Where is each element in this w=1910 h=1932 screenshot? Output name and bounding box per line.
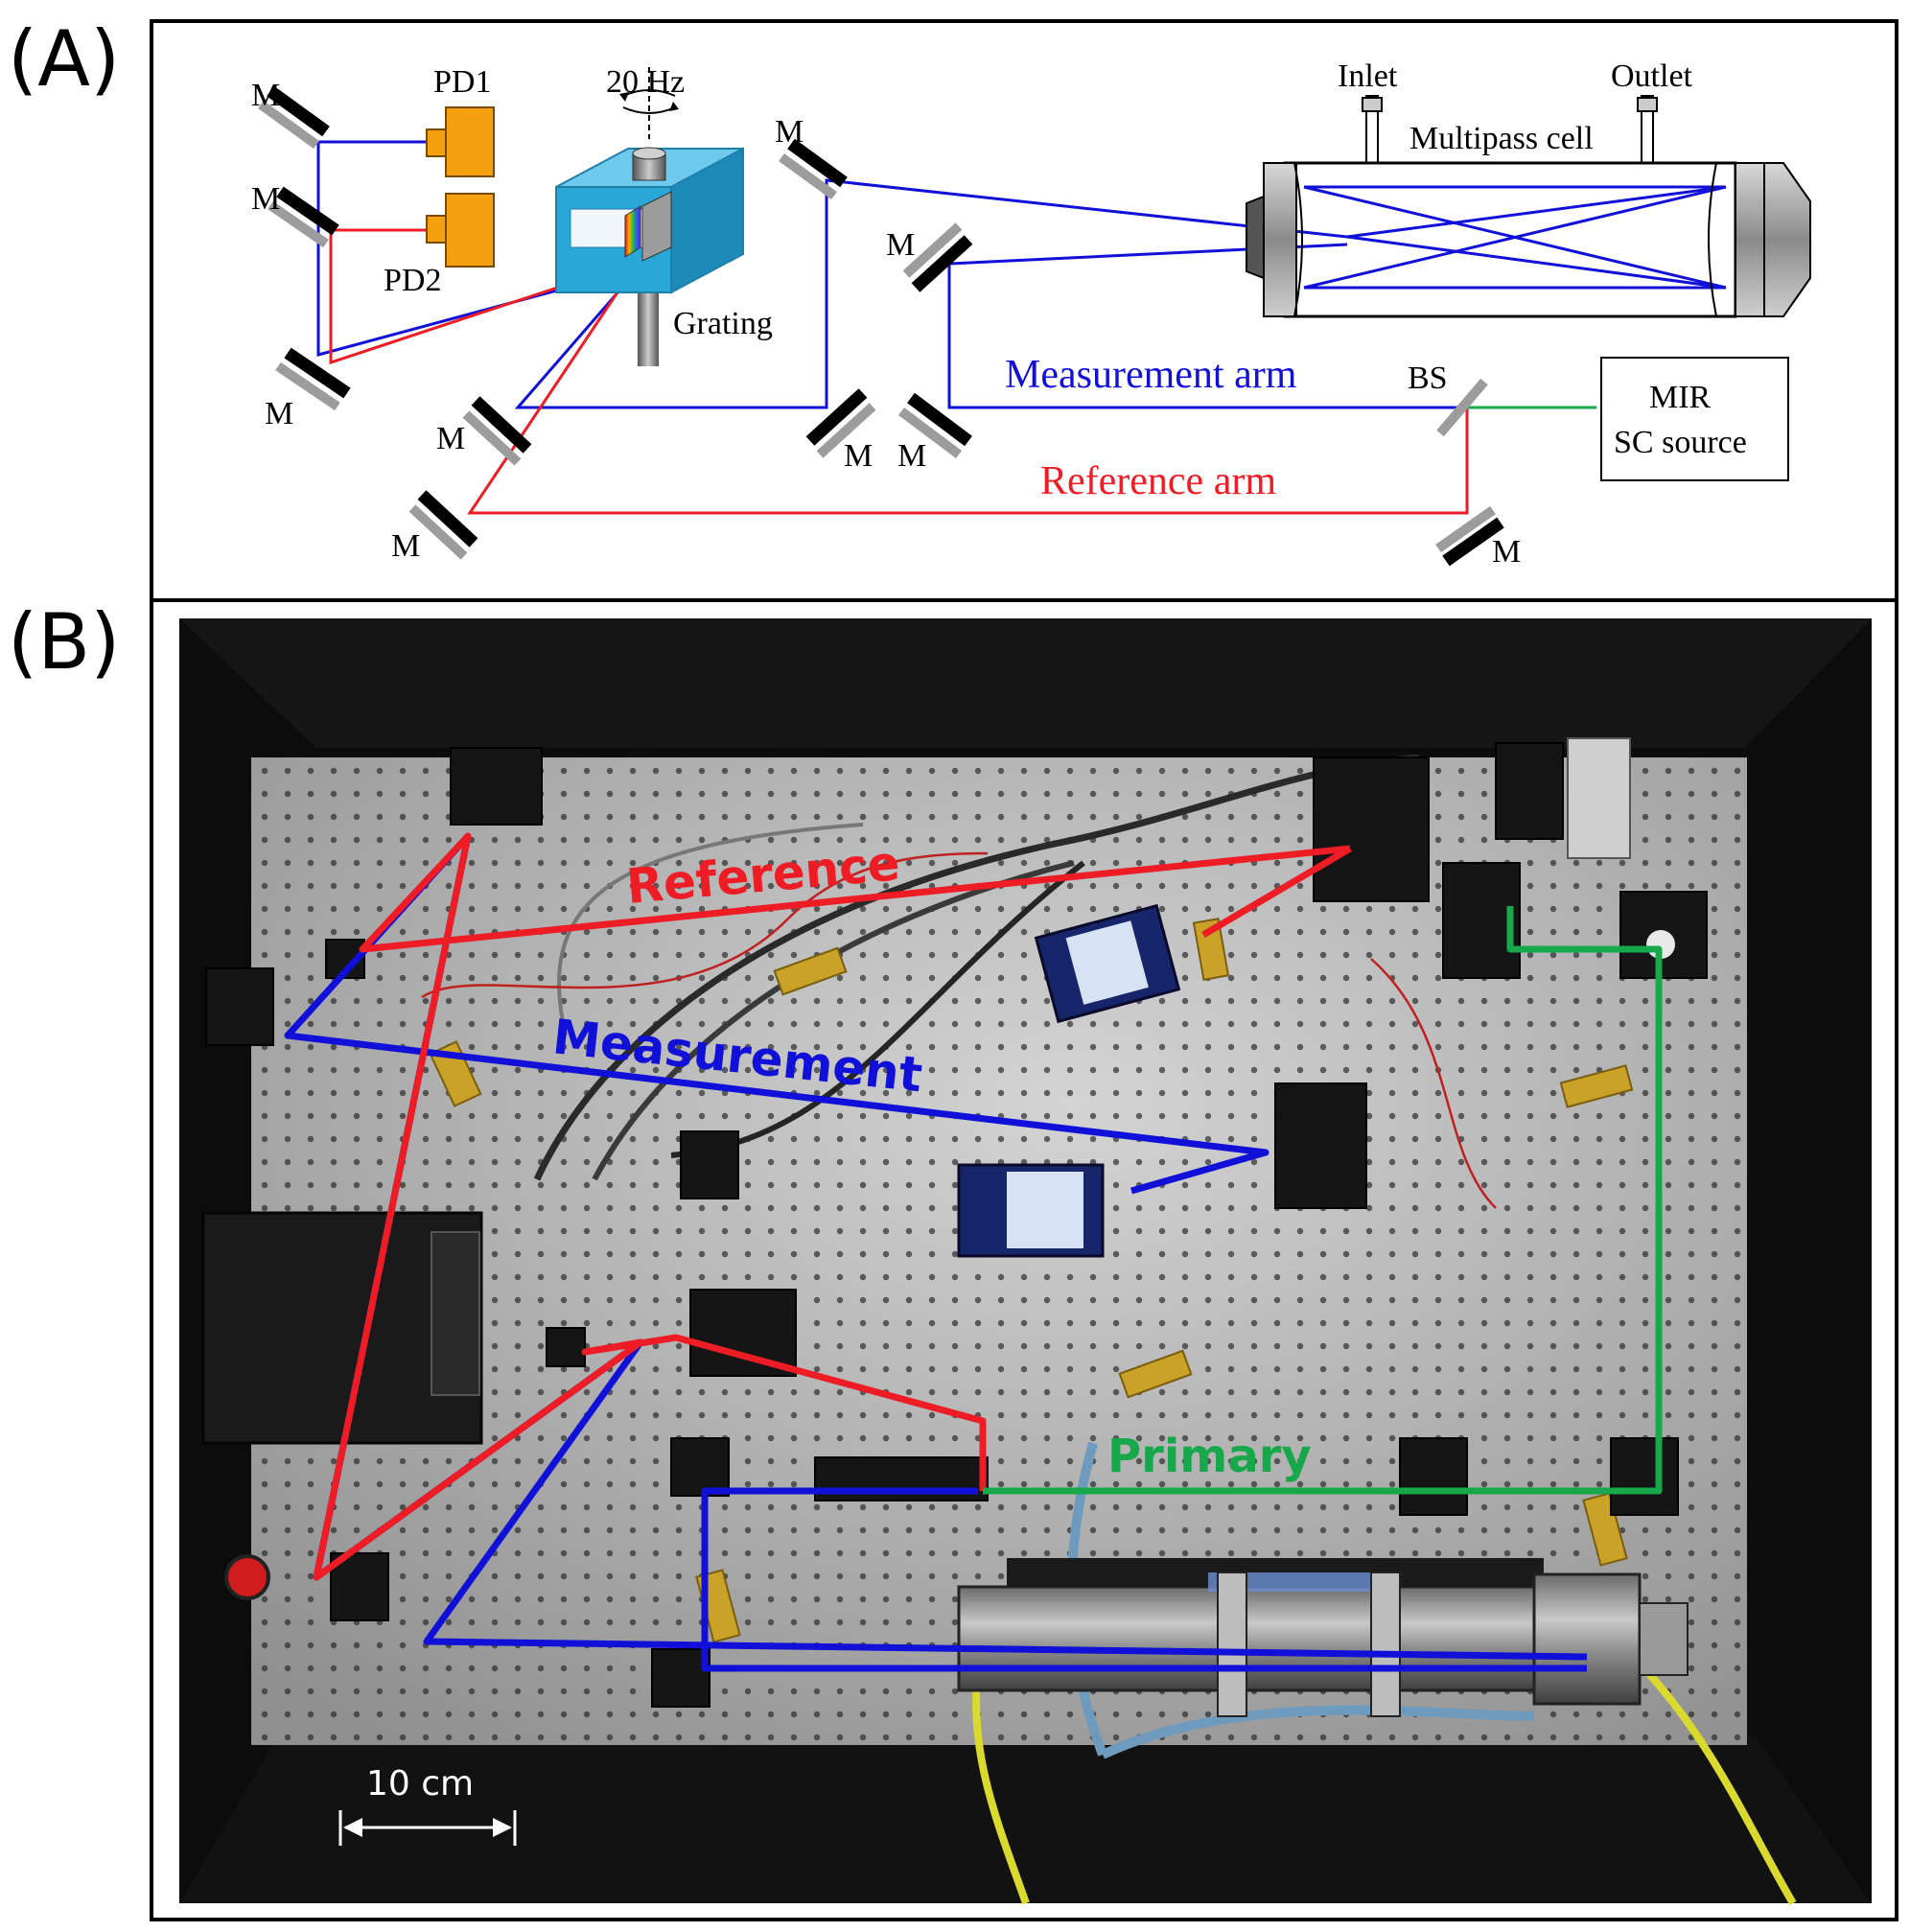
mirror-label: M — [844, 438, 873, 474]
mirror-1 — [258, 85, 330, 150]
multipass-cell — [1246, 95, 1811, 318]
multipass-cell-label: Multipass cell — [1409, 121, 1594, 156]
reference-beam-schematic — [329, 228, 1469, 515]
measurement-arm-label: Measurement arm — [1005, 353, 1297, 397]
pd1-detector — [426, 106, 495, 177]
mirror-label: M — [897, 438, 926, 474]
detector-1-photo — [1034, 903, 1181, 1024]
rotation-rate-label: 20 Hz — [606, 64, 685, 100]
panel-b-photo: Reference Measurement Primary 10 cm — [150, 598, 1898, 1921]
multipass-cell-photo — [957, 1558, 1689, 1717]
panel-a-schematic: M M M M M M M M M M PD1 PD2 20 Hz Gratin… — [150, 19, 1898, 602]
mirror-2 — [268, 186, 339, 248]
mirror-label: M — [265, 396, 293, 431]
scale-bar — [338, 1810, 517, 1846]
pd2-detector — [426, 193, 495, 268]
source-label-line1: MIR — [1649, 380, 1712, 415]
mirror-label: M — [251, 181, 280, 217]
mirror-6 — [779, 138, 848, 200]
mir-sc-source-box — [1600, 357, 1789, 481]
mirror-label: M — [775, 114, 804, 150]
mirror-3 — [275, 347, 351, 411]
inlet-label: Inlet — [1338, 58, 1398, 94]
reference-arm-label: Reference arm — [1040, 459, 1276, 503]
pd2-label: PD2 — [384, 263, 441, 298]
mirror-10 — [1435, 505, 1504, 567]
mirrors-schematic — [258, 85, 1504, 567]
primary-beam-photo — [983, 906, 1663, 1495]
outlet-label: Outlet — [1611, 58, 1693, 94]
measurement-beam-schematic — [316, 140, 1727, 409]
mirror-label: M — [251, 78, 280, 113]
mirror-5 — [408, 490, 478, 560]
mirror-7 — [805, 388, 876, 458]
resistors — [429, 918, 1634, 1643]
mirror-9 — [898, 392, 972, 458]
mirror-4 — [462, 396, 532, 466]
optical-mounts — [205, 742, 1708, 1708]
scale-bar-label: 10 cm — [366, 1764, 474, 1804]
panel-a-frame — [150, 19, 1898, 602]
mirror-8 — [902, 222, 973, 292]
bs-label: BS — [1408, 361, 1448, 396]
mirror-label: M — [391, 528, 420, 564]
mirror-label: M — [1492, 534, 1521, 570]
source-label-line2: SC source — [1614, 425, 1747, 460]
pd1-label: PD1 — [433, 64, 491, 100]
grating-label: Grating — [673, 306, 773, 341]
primary-beam-label: Primary — [1107, 1430, 1312, 1483]
reference-beam-photo — [313, 832, 1352, 1581]
grating-assembly — [555, 67, 744, 366]
panel-a-label: (A) — [8, 14, 121, 104]
mirror-label: M — [886, 227, 915, 263]
red-knob — [224, 1554, 270, 1600]
detector-2-photo — [957, 1163, 1105, 1258]
panel-b-label: (B) — [8, 597, 121, 687]
mirror-label: M — [436, 421, 465, 456]
beamsplitter — [1436, 378, 1488, 437]
